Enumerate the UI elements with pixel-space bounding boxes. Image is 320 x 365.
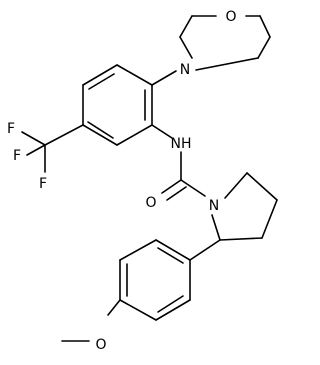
fluorine-label: F [13,148,21,164]
bond [261,199,278,239]
bond [219,237,263,241]
fluorine-label: F [39,176,47,192]
bond [211,214,221,241]
atom-labels: O N NH O N F F F O [7,9,237,353]
bond [257,36,271,59]
bond [116,124,153,146]
bond [224,172,248,199]
structure-canvas: O N NH O N F F F O [7,9,278,353]
bond [151,124,173,139]
bond [88,73,115,90]
bond [21,131,46,146]
bond [166,186,187,201]
bond [82,124,118,146]
morpholine-nitrogen-label: N [180,62,190,78]
bond [155,239,191,261]
bond [157,295,184,313]
fluorine-label: F [7,121,15,137]
bond [151,70,177,86]
molecule-drawing: O N NH O N F F F O [7,9,278,353]
pyrrolidine-nitrogen-label: N [209,198,219,214]
bond [195,57,259,71]
carbonyl-oxygen-label: O [145,195,156,211]
bond [189,239,221,261]
bond [44,124,84,146]
bond [157,247,184,264]
bond [107,299,121,316]
morpholine-oxygen-label: O [225,9,236,25]
amide-nh-label: NH [171,136,192,152]
bond [26,144,46,156]
bond [119,299,157,321]
bond [180,179,206,197]
bond [179,36,193,59]
bond [155,299,191,321]
bond [119,239,157,261]
bond [82,64,118,86]
bonds [21,15,278,342]
bond [116,64,153,86]
bond [161,179,182,194]
bond [87,121,114,139]
methoxy-oxygen-label: O [95,337,106,353]
bond [259,15,271,38]
bond [246,172,278,201]
bond [179,15,193,38]
